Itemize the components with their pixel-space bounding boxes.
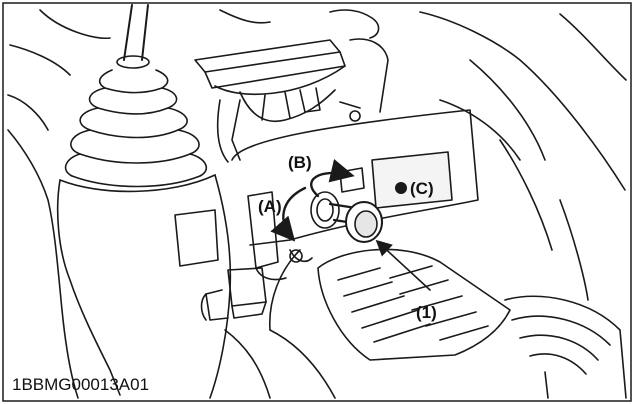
figure-code: 1BBMG00013A01 bbox=[12, 375, 149, 394]
upper-bracket bbox=[194, 38, 389, 163]
label-1: (1) bbox=[416, 303, 437, 322]
step-plate bbox=[317, 248, 511, 361]
label-b: (B) bbox=[288, 153, 312, 172]
label-a: (A) bbox=[258, 197, 282, 216]
shift-boot bbox=[64, 69, 208, 188]
arrow-icon bbox=[310, 158, 355, 198]
connector bbox=[200, 267, 267, 321]
leader-arrow-icon bbox=[375, 239, 431, 291]
indicator-panel bbox=[371, 151, 453, 209]
right-pedal bbox=[504, 199, 627, 399]
dot-icon bbox=[395, 182, 407, 194]
key-switch bbox=[310, 191, 383, 243]
label-c: (C) bbox=[410, 179, 434, 198]
arrow-icon bbox=[270, 186, 307, 242]
